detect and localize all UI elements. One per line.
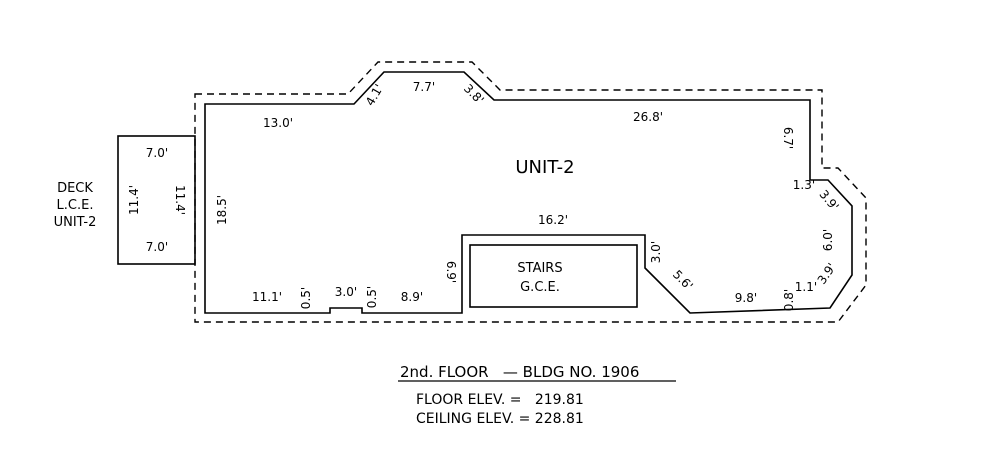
caption-title: 2nd. FLOOR — BLDG NO. 1906 <box>400 363 639 381</box>
dim-diag-right: 3.8' <box>461 81 487 107</box>
dim-right-side: 6.0' <box>821 229 835 251</box>
stairs-label-line2: G.C.E. <box>520 280 560 295</box>
caption-floor-elev: FLOOR ELEV. = 219.81 <box>416 392 584 408</box>
dim-top-mid: 7.7' <box>413 80 435 94</box>
dim-right-bottom-small: 0.8' <box>782 289 796 311</box>
dim-stairs-right: 3.0' <box>649 241 663 263</box>
deck-box <box>117 135 196 265</box>
deck-label-line3: UNIT-2 <box>54 215 97 230</box>
dim-notch-right: 0.5' <box>365 286 379 308</box>
dim-bottom-right: 9.8' <box>735 291 757 305</box>
dim-right-bottom-step: 1.1' <box>795 280 817 294</box>
dim-right-upper: 6.7' <box>781 127 795 149</box>
deck-dim-left: 11.4' <box>127 185 141 215</box>
dim-diag-left: 4.1' <box>363 82 386 108</box>
building-outline-dashed <box>194 61 867 323</box>
deck-dim-right: 11.4' <box>173 185 187 215</box>
dim-right-diag-lower: 3.9' <box>815 261 839 287</box>
unit-label: UNIT-2 <box>515 157 574 178</box>
dim-top-right: 26.8' <box>633 110 663 124</box>
dim-left-side: 18.5' <box>215 195 229 225</box>
unit-outline <box>204 71 853 314</box>
dim-stairs-diag: 5.6' <box>670 267 696 293</box>
deck-label-line2: L.C.E. <box>57 198 94 213</box>
dim-bottom-left: 11.1' <box>252 290 282 304</box>
dim-notch-left: 0.5' <box>299 287 313 309</box>
caption-ceiling-elev: CEILING ELEV. = 228.81 <box>416 411 584 427</box>
stairs-label-line1: STAIRS <box>517 261 562 276</box>
dim-top-left: 13.0' <box>263 116 293 130</box>
deck-dim-bottom: 7.0' <box>146 240 168 254</box>
dim-stairs-top: 16.2' <box>538 213 568 227</box>
dim-right-step: 1.3' <box>793 178 815 192</box>
deck-label-line1: DECK <box>57 181 93 196</box>
dim-notch-bottom: 3.0' <box>335 285 357 299</box>
dim-bottom-mid: 8.9' <box>401 290 423 304</box>
stairs-box <box>469 244 638 308</box>
deck-dim-top: 7.0' <box>146 146 168 160</box>
dim-stairs-left: 6.9' <box>444 261 458 283</box>
